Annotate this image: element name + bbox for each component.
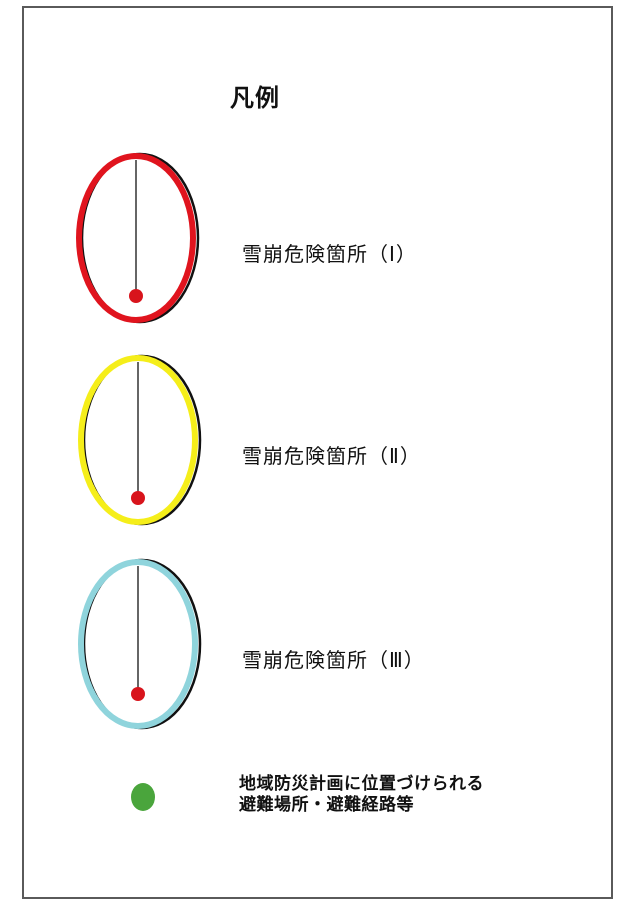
avalanche-label-1: 雪崩危険箇所（Ⅰ） — [242, 242, 417, 266]
ring-shape — [76, 153, 196, 323]
avalanche-marker-3 — [74, 556, 202, 732]
evacuation-dot-icon — [131, 783, 155, 811]
legend-title: 凡例 — [230, 84, 280, 112]
evacuation-label-line1: 地域防災計画に位置づけられる — [239, 774, 484, 794]
avalanche-marker-2-icon — [78, 354, 202, 526]
pin-shape — [129, 289, 143, 303]
avalanche-label-3: 雪崩危険箇所（Ⅲ） — [242, 648, 425, 672]
pin-shape — [131, 491, 145, 505]
evacuation-label-line2: 避難場所・避難経路等 — [239, 795, 414, 815]
ring-shape — [78, 559, 198, 729]
avalanche-marker-2 — [74, 352, 202, 528]
evacuation-label: 地域防災計画に位置づけられる 避難場所・避難経路等 — [239, 774, 484, 816]
avalanche-marker-1-icon — [76, 152, 200, 324]
ring-shape — [78, 355, 198, 525]
avalanche-marker-3-icon — [78, 558, 202, 730]
pin-shape — [131, 687, 145, 701]
evacuation-dot — [128, 780, 158, 818]
avalanche-marker-1 — [74, 150, 202, 326]
avalanche-label-2: 雪崩危険箇所（Ⅱ） — [242, 444, 421, 468]
legend-frame — [22, 6, 613, 899]
